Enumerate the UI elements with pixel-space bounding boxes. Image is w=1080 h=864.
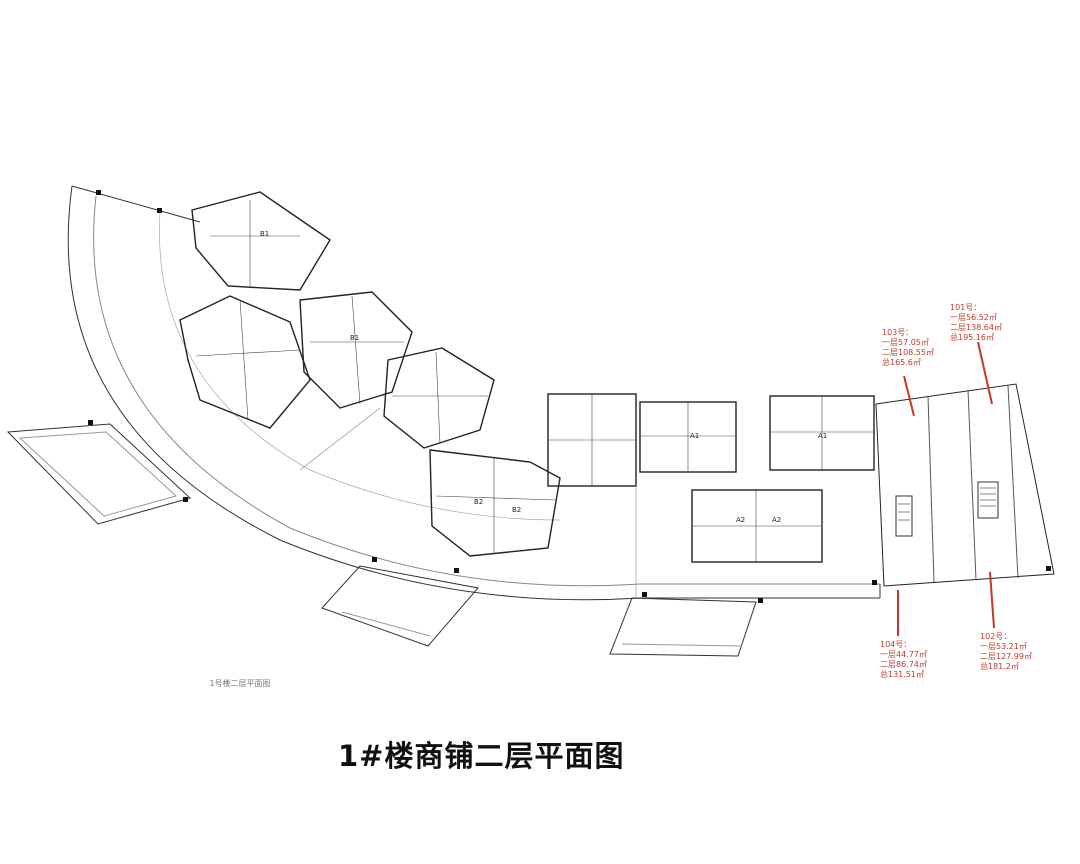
shop-name: 101号：: [950, 303, 982, 312]
room-partitions: [195, 200, 874, 598]
unit-labels: A1 A1 A2 A2 B2 B2 B1 B1: [260, 230, 827, 524]
residential-units: [179, 191, 875, 563]
shop-floor2-area: 二层127.99㎡: [980, 652, 1032, 661]
shop-name: 104号：: [880, 640, 912, 649]
shop-total-area: 总195.16㎡: [950, 333, 994, 342]
unit-label: B2: [512, 506, 521, 514]
shop-block: [875, 383, 1055, 587]
shop-floor1-area: 一层57.05㎡: [882, 338, 929, 347]
drawing-caption: 1号楼二层平面图: [0, 678, 1080, 689]
unit-label: A1: [818, 432, 827, 440]
shop-floor2-area: 二层138.64㎡: [950, 323, 1002, 332]
unit-label: B1: [260, 230, 269, 238]
shop-103-annotation: 103号： 一层57.05㎡ 二层108.55㎡ 总165.6㎡: [882, 328, 934, 368]
drawing-caption-text: 1号楼二层平面图: [209, 679, 271, 688]
shop-floor1-area: 一层56.52㎡: [950, 313, 997, 322]
annotation-leaders: [897, 341, 995, 636]
shop-name: 103号：: [882, 328, 914, 337]
shop-floor1-area: 一层44.77㎡: [880, 650, 927, 659]
shop-102-annotation: 102号： 一层53.21㎡ 二层127.99㎡ 总181.2㎡: [980, 632, 1032, 672]
shop-total-area: 总165.6㎡: [882, 358, 921, 367]
bottom-balconies: [321, 565, 757, 657]
shop-name: 102号：: [980, 632, 1012, 641]
shop-floor2-area: 二层86.74㎡: [880, 660, 927, 669]
shop-101-annotation: 101号： 一层56.52㎡ 二层138.64㎡ 总195.16㎡: [950, 303, 1002, 343]
left-balcony: [6, 423, 191, 525]
page-title: 1#楼商铺二层平面图: [338, 739, 625, 773]
column-markers: [88, 190, 1051, 603]
unit-label: B1: [350, 334, 359, 342]
shop-floor1-area: 一层53.21㎡: [980, 642, 1027, 651]
unit-label: A1: [690, 432, 699, 440]
shop-total-area: 总131.51㎡: [880, 670, 924, 679]
unit-label: A2: [772, 516, 781, 524]
shop-total-area: 总181.2㎡: [980, 662, 1019, 671]
shop-104-annotation: 104号： 一层44.77㎡ 二层86.74㎡ 总131.51㎡: [880, 640, 927, 680]
unit-label: A2: [736, 516, 745, 524]
unit-label: B2: [474, 498, 483, 506]
curved-terrace: [67, 185, 881, 601]
stair-hatching: [898, 487, 996, 521]
shop-floor2-area: 二层108.55㎡: [882, 348, 934, 357]
